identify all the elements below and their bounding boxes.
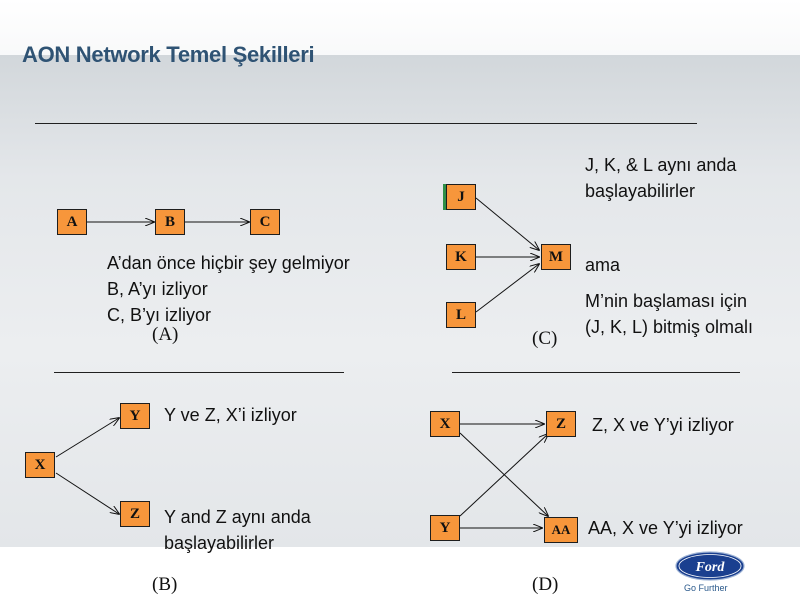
node-z: Z — [120, 501, 150, 527]
node-d-aa: AA — [544, 517, 578, 543]
divider-right — [452, 372, 740, 373]
caption-d: (D) — [532, 574, 559, 595]
slide-title: AON Network Temel Şekilleri — [22, 42, 315, 67]
caption-b: (B) — [152, 574, 178, 595]
svg-text:Ford: Ford — [695, 560, 726, 575]
panel-a-line-2: B, A’yı izliyor — [107, 279, 208, 299]
title-rule — [35, 123, 697, 124]
caption-a: (A) — [152, 324, 179, 345]
node-d-y: Y — [430, 515, 460, 541]
logo-tagline: Go Further — [684, 583, 728, 593]
panel-c-text-mid: ama — [585, 255, 621, 275]
panel-c-text-top-2: başlayabilirler — [585, 181, 696, 201]
edge-j-m — [475, 197, 539, 250]
node-j: J — [446, 184, 476, 210]
node-d-x: X — [430, 411, 460, 437]
panel-c-text-bottom-2: (J, K, L) bitmiş olmalı — [585, 317, 754, 337]
node-b: B — [155, 209, 185, 235]
caption-c: (C) — [532, 328, 558, 349]
divider-left — [54, 372, 344, 373]
node-a: A — [57, 209, 87, 235]
panel-b-text-top: Y ve Z, X’i izliyor — [164, 405, 297, 425]
panel-d-text-z: Z, X ve Y’yi izliyor — [592, 415, 734, 435]
ford-logo: Ford — [675, 551, 745, 581]
edge-x-z — [55, 472, 119, 514]
edge-dy-z — [459, 434, 548, 517]
panel-b-text-bottom-2: başlayabilirler — [164, 533, 275, 553]
node-m: M — [541, 244, 571, 270]
node-d-z: Z — [546, 411, 576, 437]
node-x: X — [25, 452, 55, 478]
panel-a-line-3: C, B’yı izliyor — [107, 305, 212, 325]
panel-a-line-1: A’dan önce hiçbir şey gelmiyor — [107, 253, 350, 273]
node-k: K — [446, 244, 476, 270]
panel-c-text-bottom-1: M’nin başlaması için — [585, 291, 748, 311]
panel-b-text-bottom-1: Y and Z aynı anda — [164, 507, 311, 527]
footer-background — [0, 547, 800, 600]
edge-l-m — [475, 264, 539, 313]
node-y: Y — [120, 403, 150, 429]
content-background — [0, 55, 800, 547]
panel-c-text-top-1: J, K, & L aynı anda — [585, 155, 737, 175]
node-l: L — [446, 302, 476, 328]
panel-d-text-aa: AA, X ve Y’yi izliyor — [588, 518, 743, 538]
edge-x-y — [55, 418, 119, 458]
node-c: C — [250, 209, 280, 235]
